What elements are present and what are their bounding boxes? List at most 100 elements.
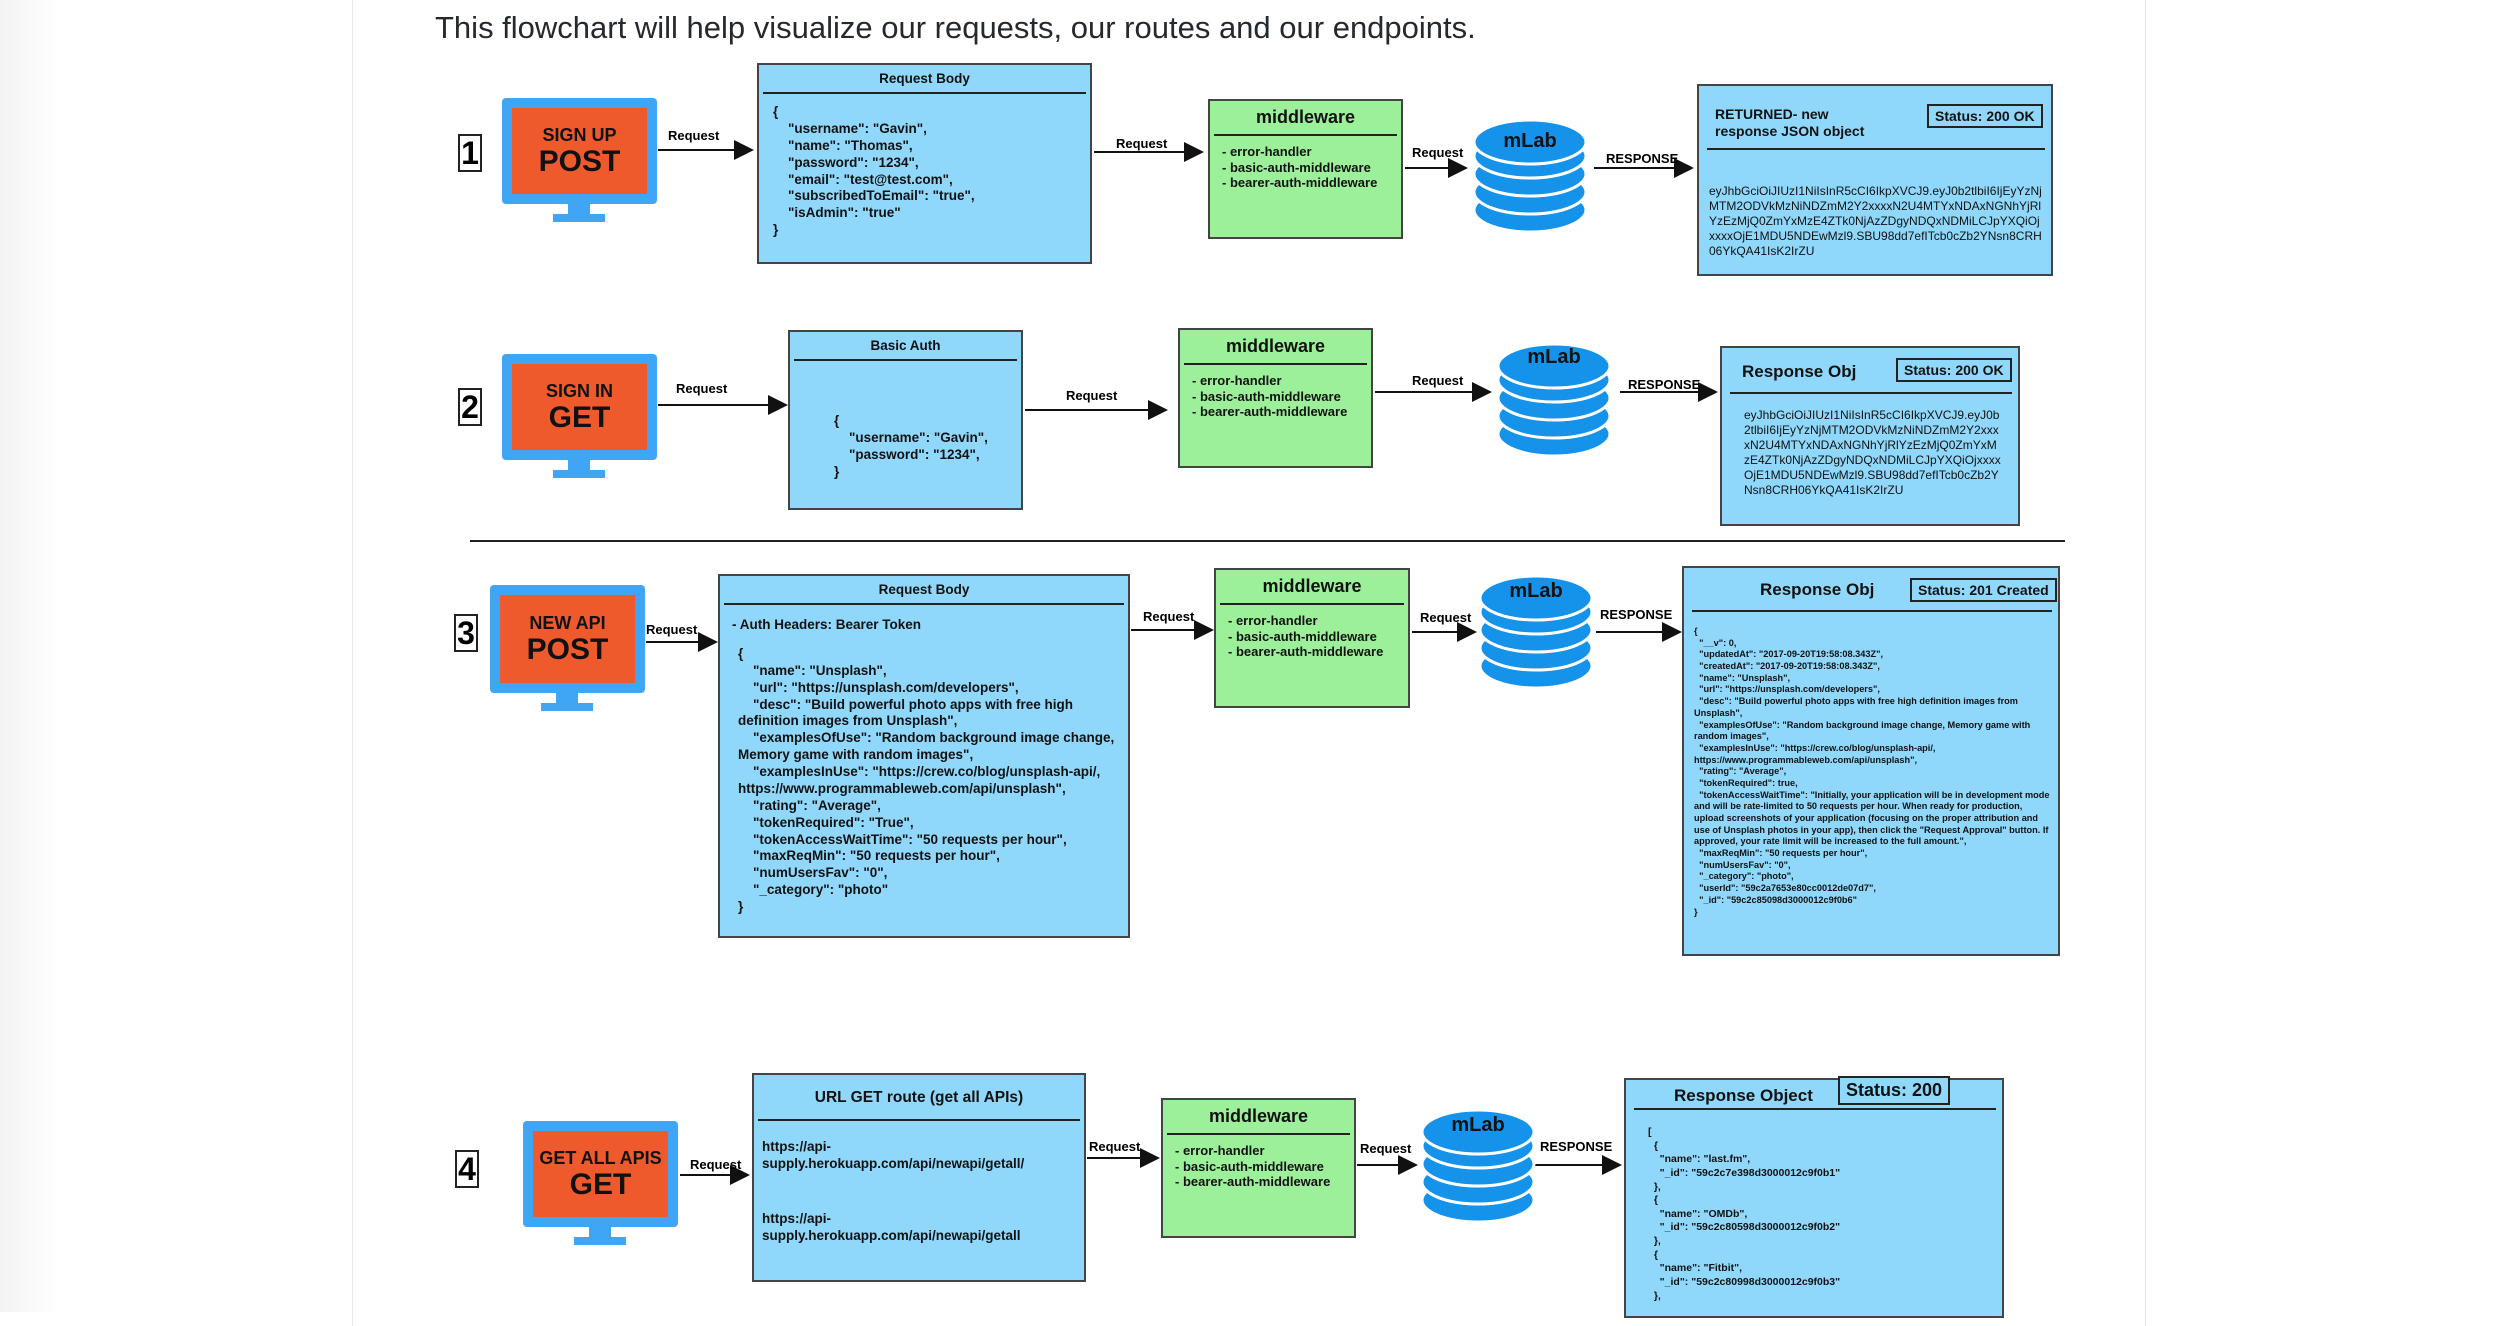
middleware-box: middleware - error-handler - basic-auth-… [1208, 99, 1403, 239]
screen-route-label: SIGN IN [545, 380, 613, 401]
arrow-label-request: Request [676, 381, 728, 396]
screen-route-label: GET ALL APIS [539, 1147, 662, 1168]
screen-route-label: SIGN UP [542, 124, 617, 145]
arrow-label-response: RESPONSE [1628, 377, 1701, 392]
middleware-item: - basic-auth-middleware [1222, 159, 1371, 175]
arrow-label-request: Request [1412, 373, 1464, 388]
response-box: Response Obj Status: 200 OK eyJhbGciOiJI… [1720, 346, 2020, 526]
middleware-item: - bearer-auth-middleware [1228, 644, 1384, 660]
response-title: Response Object [1674, 1086, 1813, 1105]
monitor-base [541, 703, 593, 711]
request-body-text: { "username": "Gavin", "name": "Thomas",… [773, 104, 975, 238]
screen-method-label: POST [526, 632, 609, 666]
database-icon [1496, 342, 1612, 458]
middleware-item: - basic-auth-middleware [1192, 388, 1341, 404]
screen-method-label: GET [569, 1167, 632, 1201]
jwt-token: eyJhbGciOiJIUzI1NiIsInR5cCI6IkpXVCJ9.eyJ… [1744, 408, 2001, 497]
client-monitor-icon: NEW API POST [490, 585, 645, 693]
middleware-list: - error-handler - basic-auth-middleware … [1163, 1135, 1354, 1198]
arrow-label-request: Request [1143, 609, 1195, 624]
middleware-list: - error-handler - basic-auth-middleware … [1216, 605, 1408, 668]
database-icon [1478, 574, 1594, 690]
response-title: Response Obj [1742, 362, 1857, 381]
middleware-list: - error-handler - basic-auth-middleware … [1210, 136, 1401, 199]
screen-method-label: POST [538, 144, 621, 178]
request-box-title: URL GET route (get all APIs) [758, 1075, 1080, 1121]
divider-line [1707, 148, 2045, 150]
section-divider [470, 540, 2065, 542]
monitor-stand [568, 460, 590, 471]
monitor-stand [589, 1227, 611, 1238]
response-json: { "__v": 0, "updatedAt": "2017-09-20T19:… [1694, 626, 2050, 917]
screen-route-label: NEW API [529, 612, 606, 633]
database-icon [1420, 1108, 1536, 1224]
database-label: mLab [1527, 346, 1581, 368]
database-label: mLab [1509, 580, 1563, 602]
step-number: 4 [455, 1150, 479, 1188]
middleware-title: middleware [1220, 570, 1404, 605]
middleware-item: - error-handler [1228, 613, 1318, 628]
middleware-list: - error-handler - basic-auth-middleware … [1180, 365, 1371, 428]
response-title: Response Obj [1760, 580, 1875, 599]
monitor-base [574, 1237, 626, 1245]
middleware-title: middleware [1184, 330, 1367, 365]
request-box-title: Request Body [763, 65, 1086, 94]
divider-line [1730, 392, 2012, 394]
arrow-label-request: Request [1066, 388, 1118, 403]
request-box-title: Request Body [724, 576, 1124, 605]
monitor-base [553, 214, 605, 222]
request-box-title: Basic Auth [794, 332, 1017, 361]
response-box: Response Obj Status: 201 Created { "__v"… [1682, 566, 2060, 956]
status-badge: Status: 200 OK [1927, 104, 2043, 128]
monitor-base [553, 470, 605, 478]
middleware-box: middleware - error-handler - basic-auth-… [1161, 1098, 1356, 1238]
middleware-item: - error-handler [1192, 373, 1282, 388]
arrow-label-request: Request [690, 1157, 742, 1172]
request-body-box: Request Body - Auth Headers: Bearer Toke… [718, 574, 1130, 938]
request-body-text: { "name": "Unsplash", "url": "https://un… [738, 645, 1115, 914]
middleware-item: - bearer-auth-middleware [1175, 1174, 1331, 1190]
arrow-label-response: RESPONSE [1540, 1139, 1613, 1154]
basic-auth-box: Basic Auth { "username": "Gavin", "passw… [788, 330, 1023, 510]
middleware-title: middleware [1167, 1100, 1350, 1135]
response-box: Response Object Status: 200 [ { "name": … [1624, 1076, 2004, 1318]
client-screen: GET ALL APIS GET [533, 1131, 668, 1217]
client-monitor-icon: SIGN UP POST [502, 98, 657, 204]
request-url-1: https://api-supply.herokuapp.com/api/new… [762, 1139, 1025, 1171]
arrow-label-response: RESPONSE [1606, 151, 1679, 166]
middleware-item: - basic-auth-middleware [1228, 628, 1377, 644]
step-number: 3 [454, 614, 478, 652]
monitor-stand [568, 204, 590, 215]
arrow-label-request: Request [668, 128, 720, 143]
database-label: mLab [1503, 130, 1557, 152]
middleware-item: - error-handler [1175, 1143, 1265, 1158]
middleware-item: - bearer-auth-middleware [1222, 175, 1378, 191]
middleware-item: - bearer-auth-middleware [1192, 404, 1348, 420]
step-number: 1 [458, 134, 482, 172]
request-body-box: Request Body { "username": "Gavin", "nam… [757, 63, 1092, 264]
arrow-label-request: Request [1089, 1139, 1141, 1154]
client-monitor-icon: SIGN IN GET [502, 354, 657, 460]
client-monitor-icon: GET ALL APIS GET [523, 1121, 678, 1227]
middleware-item: - basic-auth-middleware [1175, 1158, 1324, 1174]
client-screen: SIGN UP POST [512, 108, 647, 194]
arrow-label-request: Request [1412, 145, 1464, 160]
intro-text: This flowchart will help visualize our r… [435, 10, 1476, 45]
arrow-label-request: Request [1420, 610, 1472, 625]
arrow-label-request: Request [1360, 1141, 1412, 1156]
middleware-box: middleware - error-handler - basic-auth-… [1178, 328, 1373, 468]
arrow-label-response: RESPONSE [1600, 607, 1673, 622]
database-icon [1472, 118, 1588, 234]
arrow-label-request: Request [1116, 136, 1168, 151]
database-label: mLab [1451, 1114, 1505, 1136]
auth-header-text: - Auth Headers: Bearer Token [732, 617, 922, 632]
status-badge: Status: 200 [1838, 1076, 1951, 1105]
response-box: RETURNED- new response JSON object Statu… [1697, 84, 2053, 276]
response-json: [ { "name": "last.fm", "_id": "59c2c7e39… [1648, 1126, 1841, 1302]
page-background-shadow [0, 0, 60, 1312]
divider-line [1634, 1108, 1996, 1110]
status-badge: Status: 200 OK [1896, 358, 2012, 382]
response-title: RETURNED- new response JSON object [1715, 106, 1865, 139]
client-screen: SIGN IN GET [512, 364, 647, 450]
